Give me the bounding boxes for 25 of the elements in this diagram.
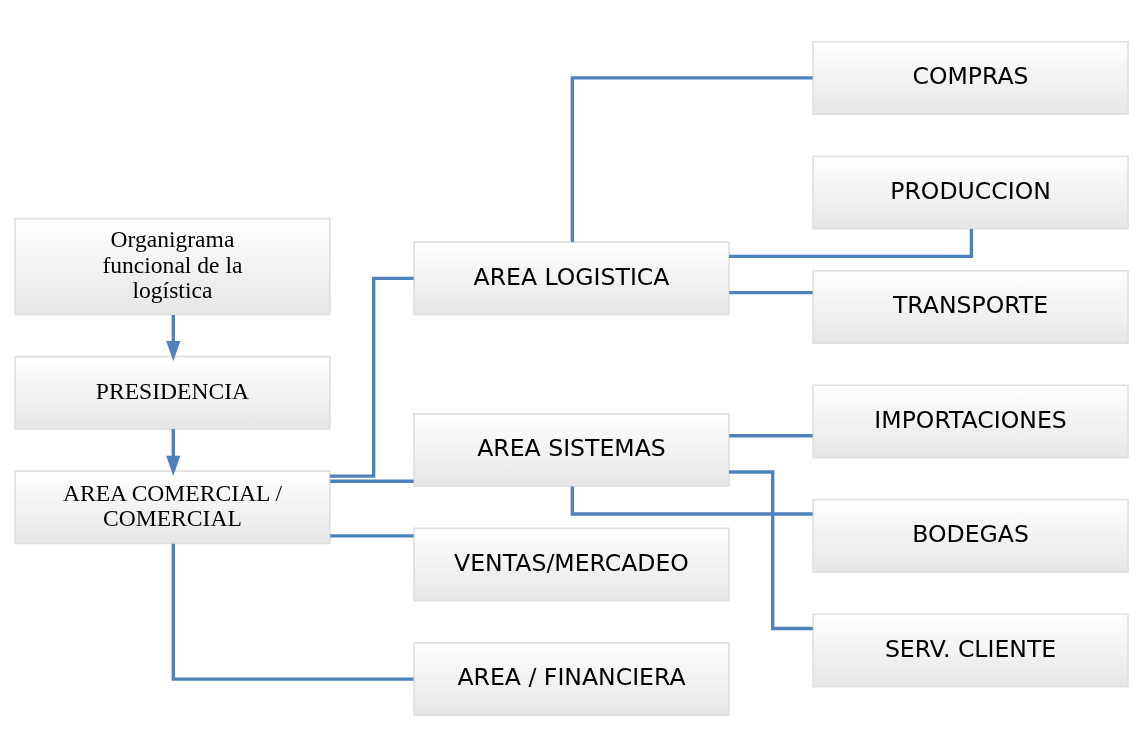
connector <box>330 479 414 483</box>
node-box: PRESIDENCIA <box>14 355 331 430</box>
arrow <box>166 314 181 361</box>
node-box: AREA COMERCIAL / COMERCIAL <box>14 469 331 544</box>
node-box: AREA / FINANCIERA <box>413 641 730 716</box>
connector <box>570 75 813 242</box>
node-box: COMPRAS <box>812 40 1129 115</box>
node-box: BODEGAS <box>812 498 1129 573</box>
connector <box>330 276 414 478</box>
connector <box>729 228 974 258</box>
connector <box>570 486 813 516</box>
node-box: PRODUCCION <box>812 154 1129 229</box>
connector <box>729 433 813 437</box>
connector <box>729 469 813 630</box>
node-box: AREA SISTEMAS <box>413 412 730 487</box>
node-box: Organigrama funcional de la logística <box>14 217 331 315</box>
connector <box>729 290 813 294</box>
node-box: TRANSPORTE <box>812 269 1129 344</box>
node-box: IMPORTACIONES <box>812 383 1129 458</box>
arrow <box>166 428 181 476</box>
connector <box>171 543 414 681</box>
node-box: AREA LOGISTICA <box>413 240 730 315</box>
node-box: SERV. CLIENTE <box>812 612 1129 687</box>
node-box: VENTAS/MERCADEO <box>413 527 730 602</box>
connector <box>330 533 414 538</box>
